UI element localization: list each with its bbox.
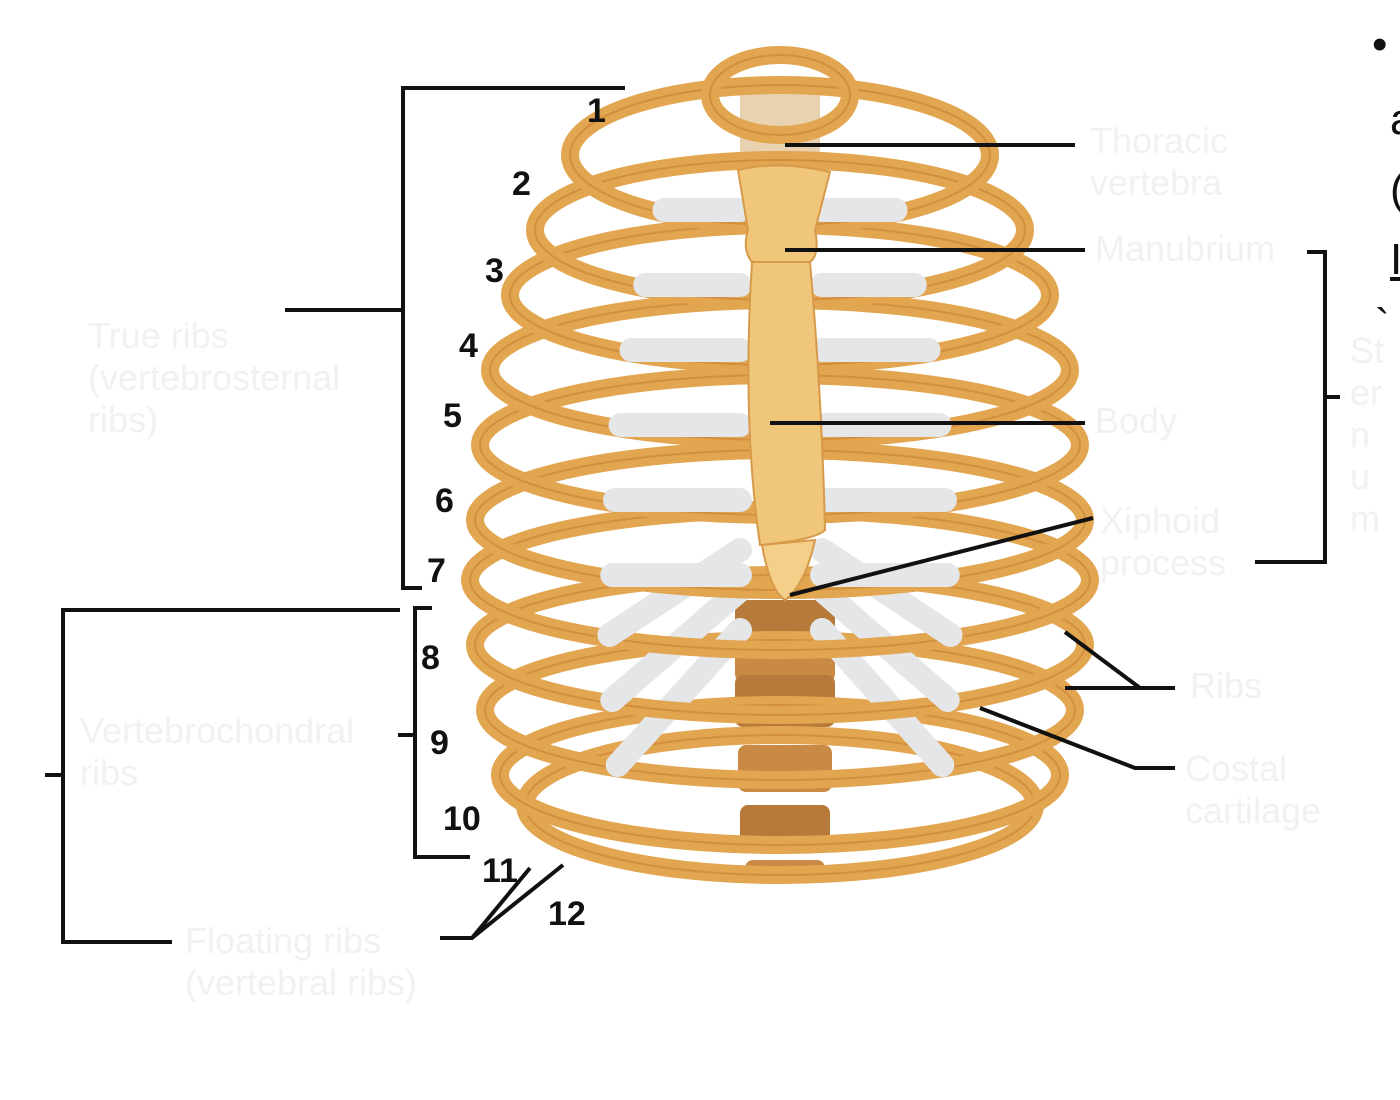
rib-number-10: 10	[443, 800, 481, 838]
side-text-fragment: (	[1390, 165, 1400, 215]
label-manubrium: Manubrium	[1095, 228, 1276, 269]
side-text-fragment: a	[1390, 95, 1400, 145]
sternum-body	[747, 261, 827, 547]
costal-cartilage-leader	[979, 706, 1175, 770]
rib-number-6: 6	[435, 482, 454, 520]
floating-ribs-leader	[440, 863, 565, 940]
rib-number-3: 3	[485, 252, 504, 290]
rib-number-4: 4	[459, 327, 478, 365]
label-sternum: Sternum	[1350, 330, 1385, 539]
rib-number-8: 8	[421, 639, 440, 677]
sternum	[736, 164, 832, 602]
false-ribs-bracket	[398, 606, 470, 859]
label-body: Body	[1095, 400, 1178, 441]
vertebra	[735, 600, 835, 632]
label-ribs: Ribs	[1190, 665, 1263, 706]
rib-number-11: 11	[482, 852, 518, 890]
label-floating-ribs: Floating ribs (vertebral ribs)	[185, 920, 418, 1003]
sternum-bracket	[1255, 250, 1340, 564]
label-true-ribs: True ribs (vertebrosternal ribs)	[88, 315, 341, 440]
true-ribs-bracket	[285, 86, 625, 590]
rib-number-12: 12	[548, 895, 586, 933]
rib-number-2: 2	[512, 165, 531, 203]
label-xiphoid: Xiphoid process	[1100, 500, 1227, 583]
side-text-fragment: I	[1390, 235, 1400, 284]
rib-outline	[484, 639, 1076, 781]
leader-lines	[45, 86, 1340, 944]
rib-number-5: 5	[443, 397, 462, 435]
label-costal-cartilage: Costal cartilage	[1185, 748, 1322, 831]
ribs-leader	[1063, 630, 1175, 690]
ribs	[461, 46, 1099, 884]
bullet: •	[1372, 20, 1388, 69]
vertebrochondral-bracket	[45, 608, 400, 944]
rib-number-9: 9	[430, 724, 449, 762]
label-vertebrochondral: Vertebrochondral ribs	[80, 710, 355, 793]
rib-outline	[499, 704, 1061, 846]
rib-number-1: 1	[587, 92, 606, 130]
bullet: `	[1375, 300, 1390, 349]
rib-number-7: 7	[427, 552, 446, 590]
xiphoid-process	[760, 538, 817, 602]
label-thoracic-vertebra: Thoracic vertebra	[1090, 120, 1229, 203]
manubrium	[736, 164, 832, 263]
xiphoid-leader	[789, 516, 1094, 597]
rib-outline	[709, 54, 851, 136]
